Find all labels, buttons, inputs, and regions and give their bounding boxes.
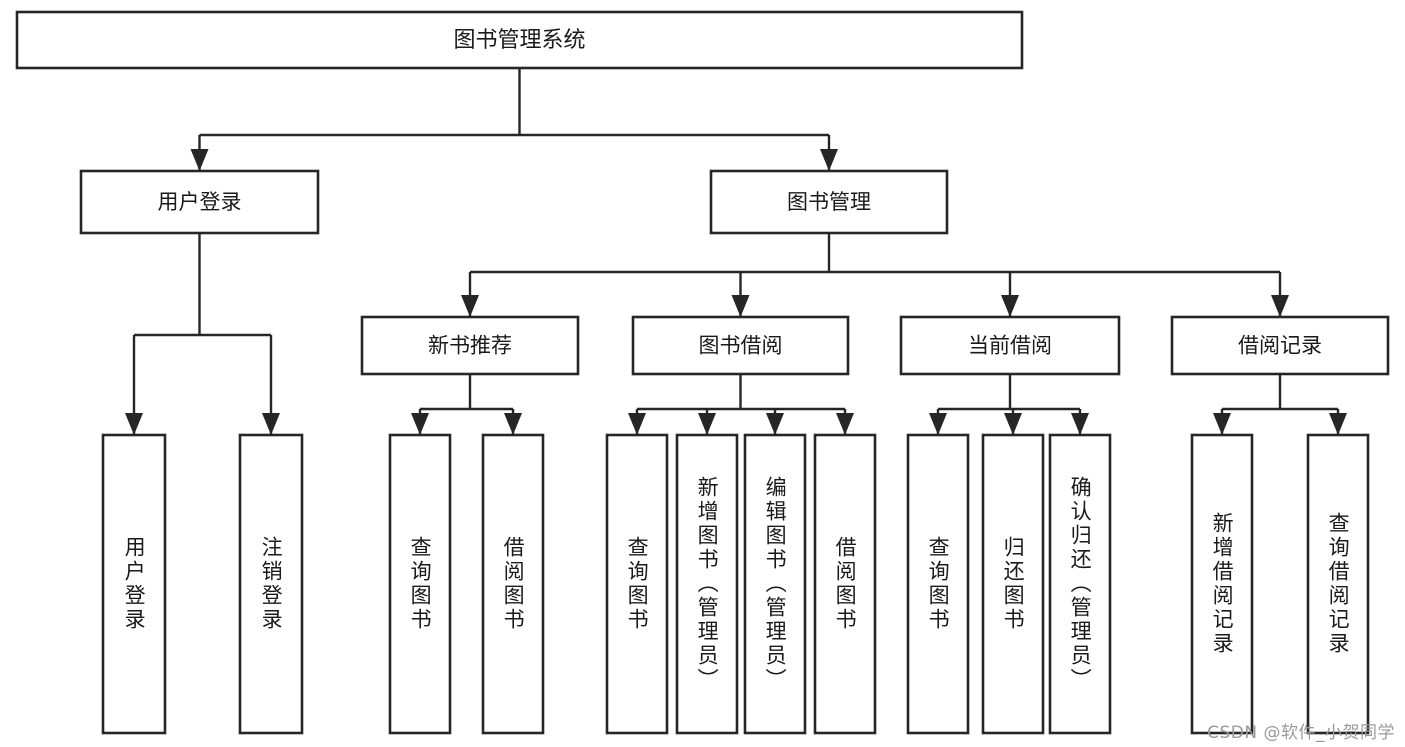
arrowhead-icon: [190, 149, 209, 171]
node-box-l-query-record[interactable]: [1306, 433, 1370, 735]
node-box-n-book-mgmt[interactable]: [709, 169, 949, 235]
arrowhead-icon: [698, 413, 716, 435]
arrowhead-icon: [411, 413, 429, 435]
arrowhead-icon: [1004, 413, 1022, 435]
arrowhead-icon: [766, 413, 784, 435]
node-box-l-add-book[interactable]: [675, 433, 739, 735]
node-box-l-confirm-return[interactable]: [1048, 433, 1112, 735]
edges-layer: [125, 68, 1347, 435]
node-label-n-book-borrow: 图书借阅: [699, 334, 783, 358]
node-box-root[interactable]: [15, 10, 1024, 70]
node-box-n-user-login[interactable]: [79, 169, 320, 235]
node-box-l-query-book-1[interactable]: [388, 433, 452, 735]
node-box-l-borrow-book-1[interactable]: [481, 433, 545, 735]
node-box-n-book-borrow[interactable]: [631, 315, 850, 376]
arrowhead-icon: [125, 413, 143, 435]
arrowhead-icon: [836, 413, 854, 435]
node-label-n-borrow-record: 借阅记录: [1238, 334, 1322, 358]
arrowhead-icon: [504, 413, 522, 435]
node-label-n-current-borrow: 当前借阅: [968, 334, 1052, 358]
node-box-n-new-book-rec[interactable]: [360, 315, 580, 376]
arrowhead-icon: [820, 149, 838, 171]
node-box-l-query-book-3[interactable]: [906, 433, 970, 735]
node-box-n-borrow-record[interactable]: [1170, 315, 1390, 376]
arrowhead-icon: [1001, 295, 1019, 317]
boxes-layer: [15, 10, 1390, 735]
arrowhead-icon: [1071, 413, 1089, 435]
node-label-n-user-login: 用户登录: [158, 190, 242, 214]
node-label-n-new-book-rec: 新书推荐: [428, 334, 512, 358]
arrowhead-icon: [628, 413, 646, 435]
arrowhead-icon: [1329, 413, 1347, 435]
watermark-text: CSDN @软件_小贺同学: [1207, 723, 1395, 743]
node-box-l-user-logout[interactable]: [238, 433, 304, 735]
arrowhead-icon: [1213, 413, 1231, 435]
node-box-l-query-book-2[interactable]: [605, 433, 669, 735]
arrowhead-icon: [461, 295, 479, 317]
node-label-n-book-mgmt: 图书管理: [787, 190, 871, 214]
arrowhead-icon: [929, 413, 947, 435]
node-box-l-edit-book[interactable]: [743, 433, 807, 735]
node-box-n-current-borrow[interactable]: [899, 315, 1121, 376]
node-box-l-borrow-book-2[interactable]: [813, 433, 877, 735]
arrowhead-icon: [262, 413, 280, 435]
node-box-l-user-login[interactable]: [101, 433, 167, 735]
arrowhead-icon: [731, 295, 750, 317]
arrowhead-icon: [1271, 295, 1289, 317]
node-box-l-return-book[interactable]: [981, 433, 1045, 735]
node-box-l-add-record[interactable]: [1190, 433, 1254, 735]
node-label-root: 图书管理系统: [453, 28, 585, 53]
